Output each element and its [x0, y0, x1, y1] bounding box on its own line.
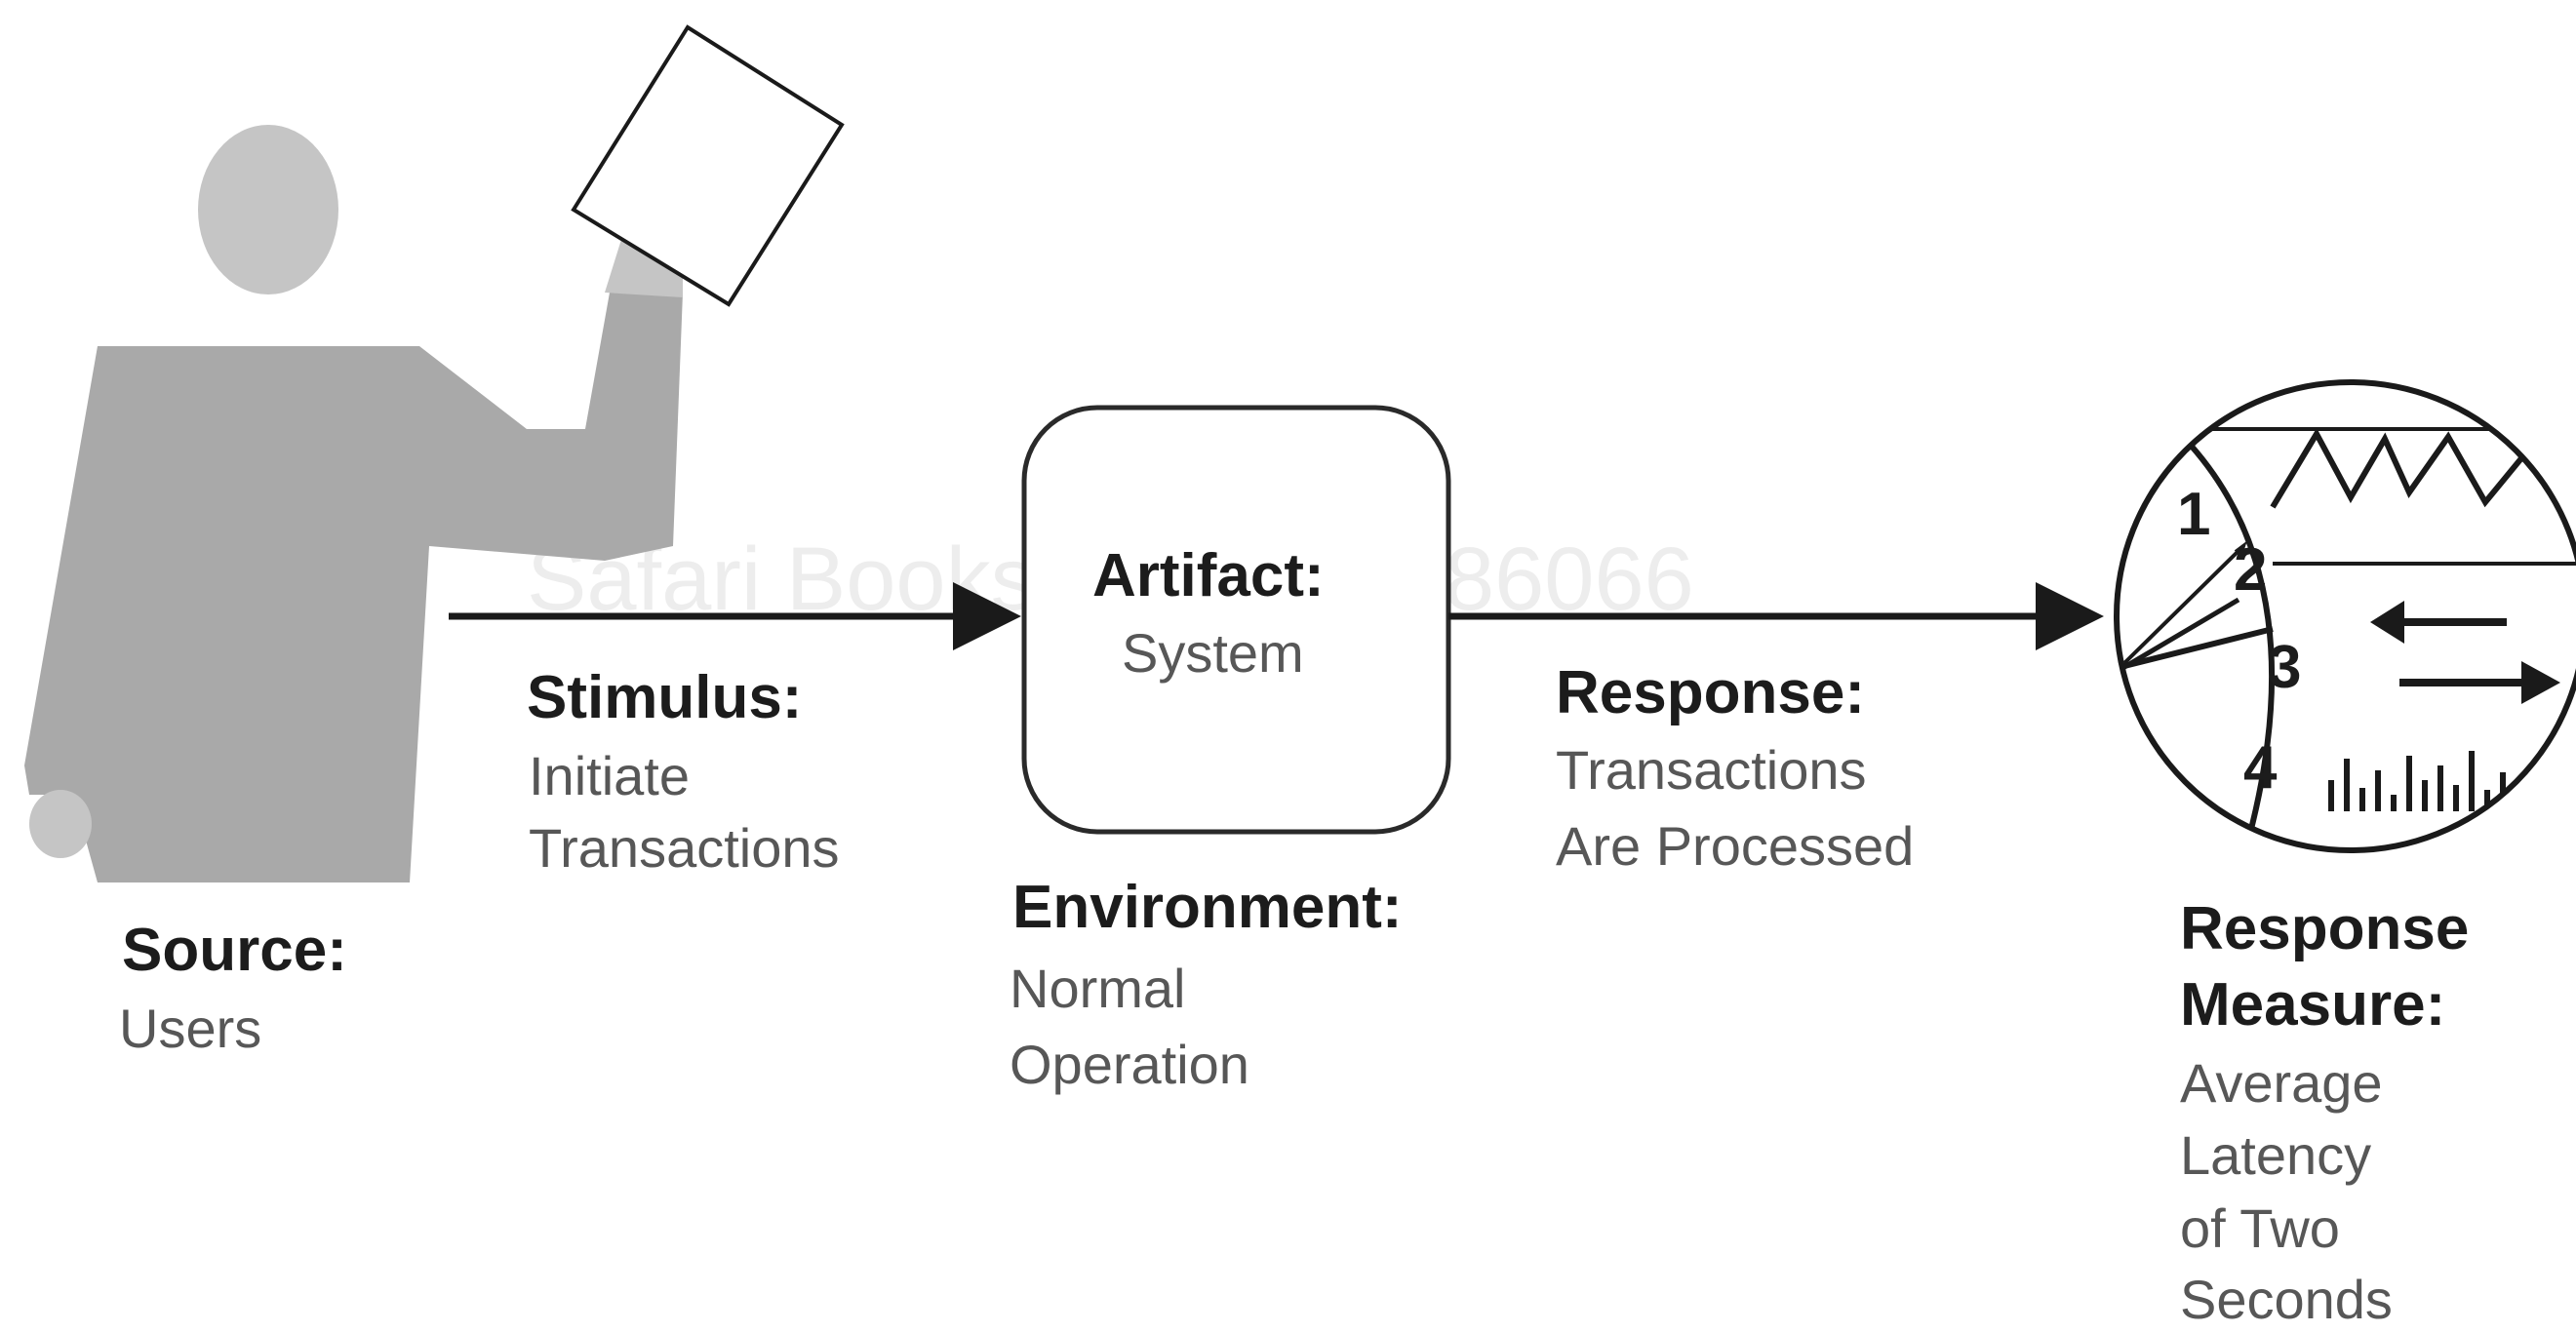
response-measure-line-3: of Two — [2180, 1197, 2340, 1259]
response-heading: Response: — [1556, 659, 1865, 726]
artifact-heading: Artifact: — [1092, 542, 1325, 609]
measure-number-1: 1 — [2177, 481, 2210, 548]
bar-histogram-icon — [2328, 751, 2506, 811]
response-measure-line-2: Latency — [2180, 1124, 2372, 1186]
environment-line-2: Operation — [1010, 1034, 1249, 1095]
response-measure-heading-1: Response — [2180, 895, 2470, 962]
user-figure-icon — [24, 24, 845, 882]
environment-heading: Environment: — [1012, 874, 1403, 941]
measure-number-3: 3 — [2268, 634, 2301, 701]
measure-number-4: 4 — [2243, 734, 2278, 802]
response-measure-icon: 1 2 3 4 — [2114, 379, 2576, 853]
stimulus-line-2: Transactions — [529, 817, 840, 879]
response-measure-heading-2: Measure: — [2180, 971, 2446, 1039]
response-measure-line-4: Seconds — [2180, 1269, 2393, 1330]
zigzag-signal-icon — [2270, 427, 2524, 509]
gauge-divider — [2182, 436, 2276, 850]
response-measure-line-1: Average — [2180, 1052, 2383, 1114]
source-value: Users — [119, 998, 262, 1059]
left-arrow-icon — [2370, 601, 2507, 644]
source-heading: Source: — [122, 917, 347, 984]
environment-line-1: Normal — [1010, 958, 1186, 1019]
stimulus-line-1: Initiate — [529, 745, 690, 806]
measure-number-2: 2 — [2234, 536, 2267, 604]
artifact-box — [1021, 405, 1451, 835]
right-arrow-icon — [2399, 661, 2560, 704]
stimulus-heading: Stimulus: — [527, 664, 803, 731]
response-line-2: Are Processed — [1556, 815, 1915, 877]
response-line-1: Transactions — [1556, 739, 1867, 801]
artifact-value: System — [1122, 622, 1304, 684]
